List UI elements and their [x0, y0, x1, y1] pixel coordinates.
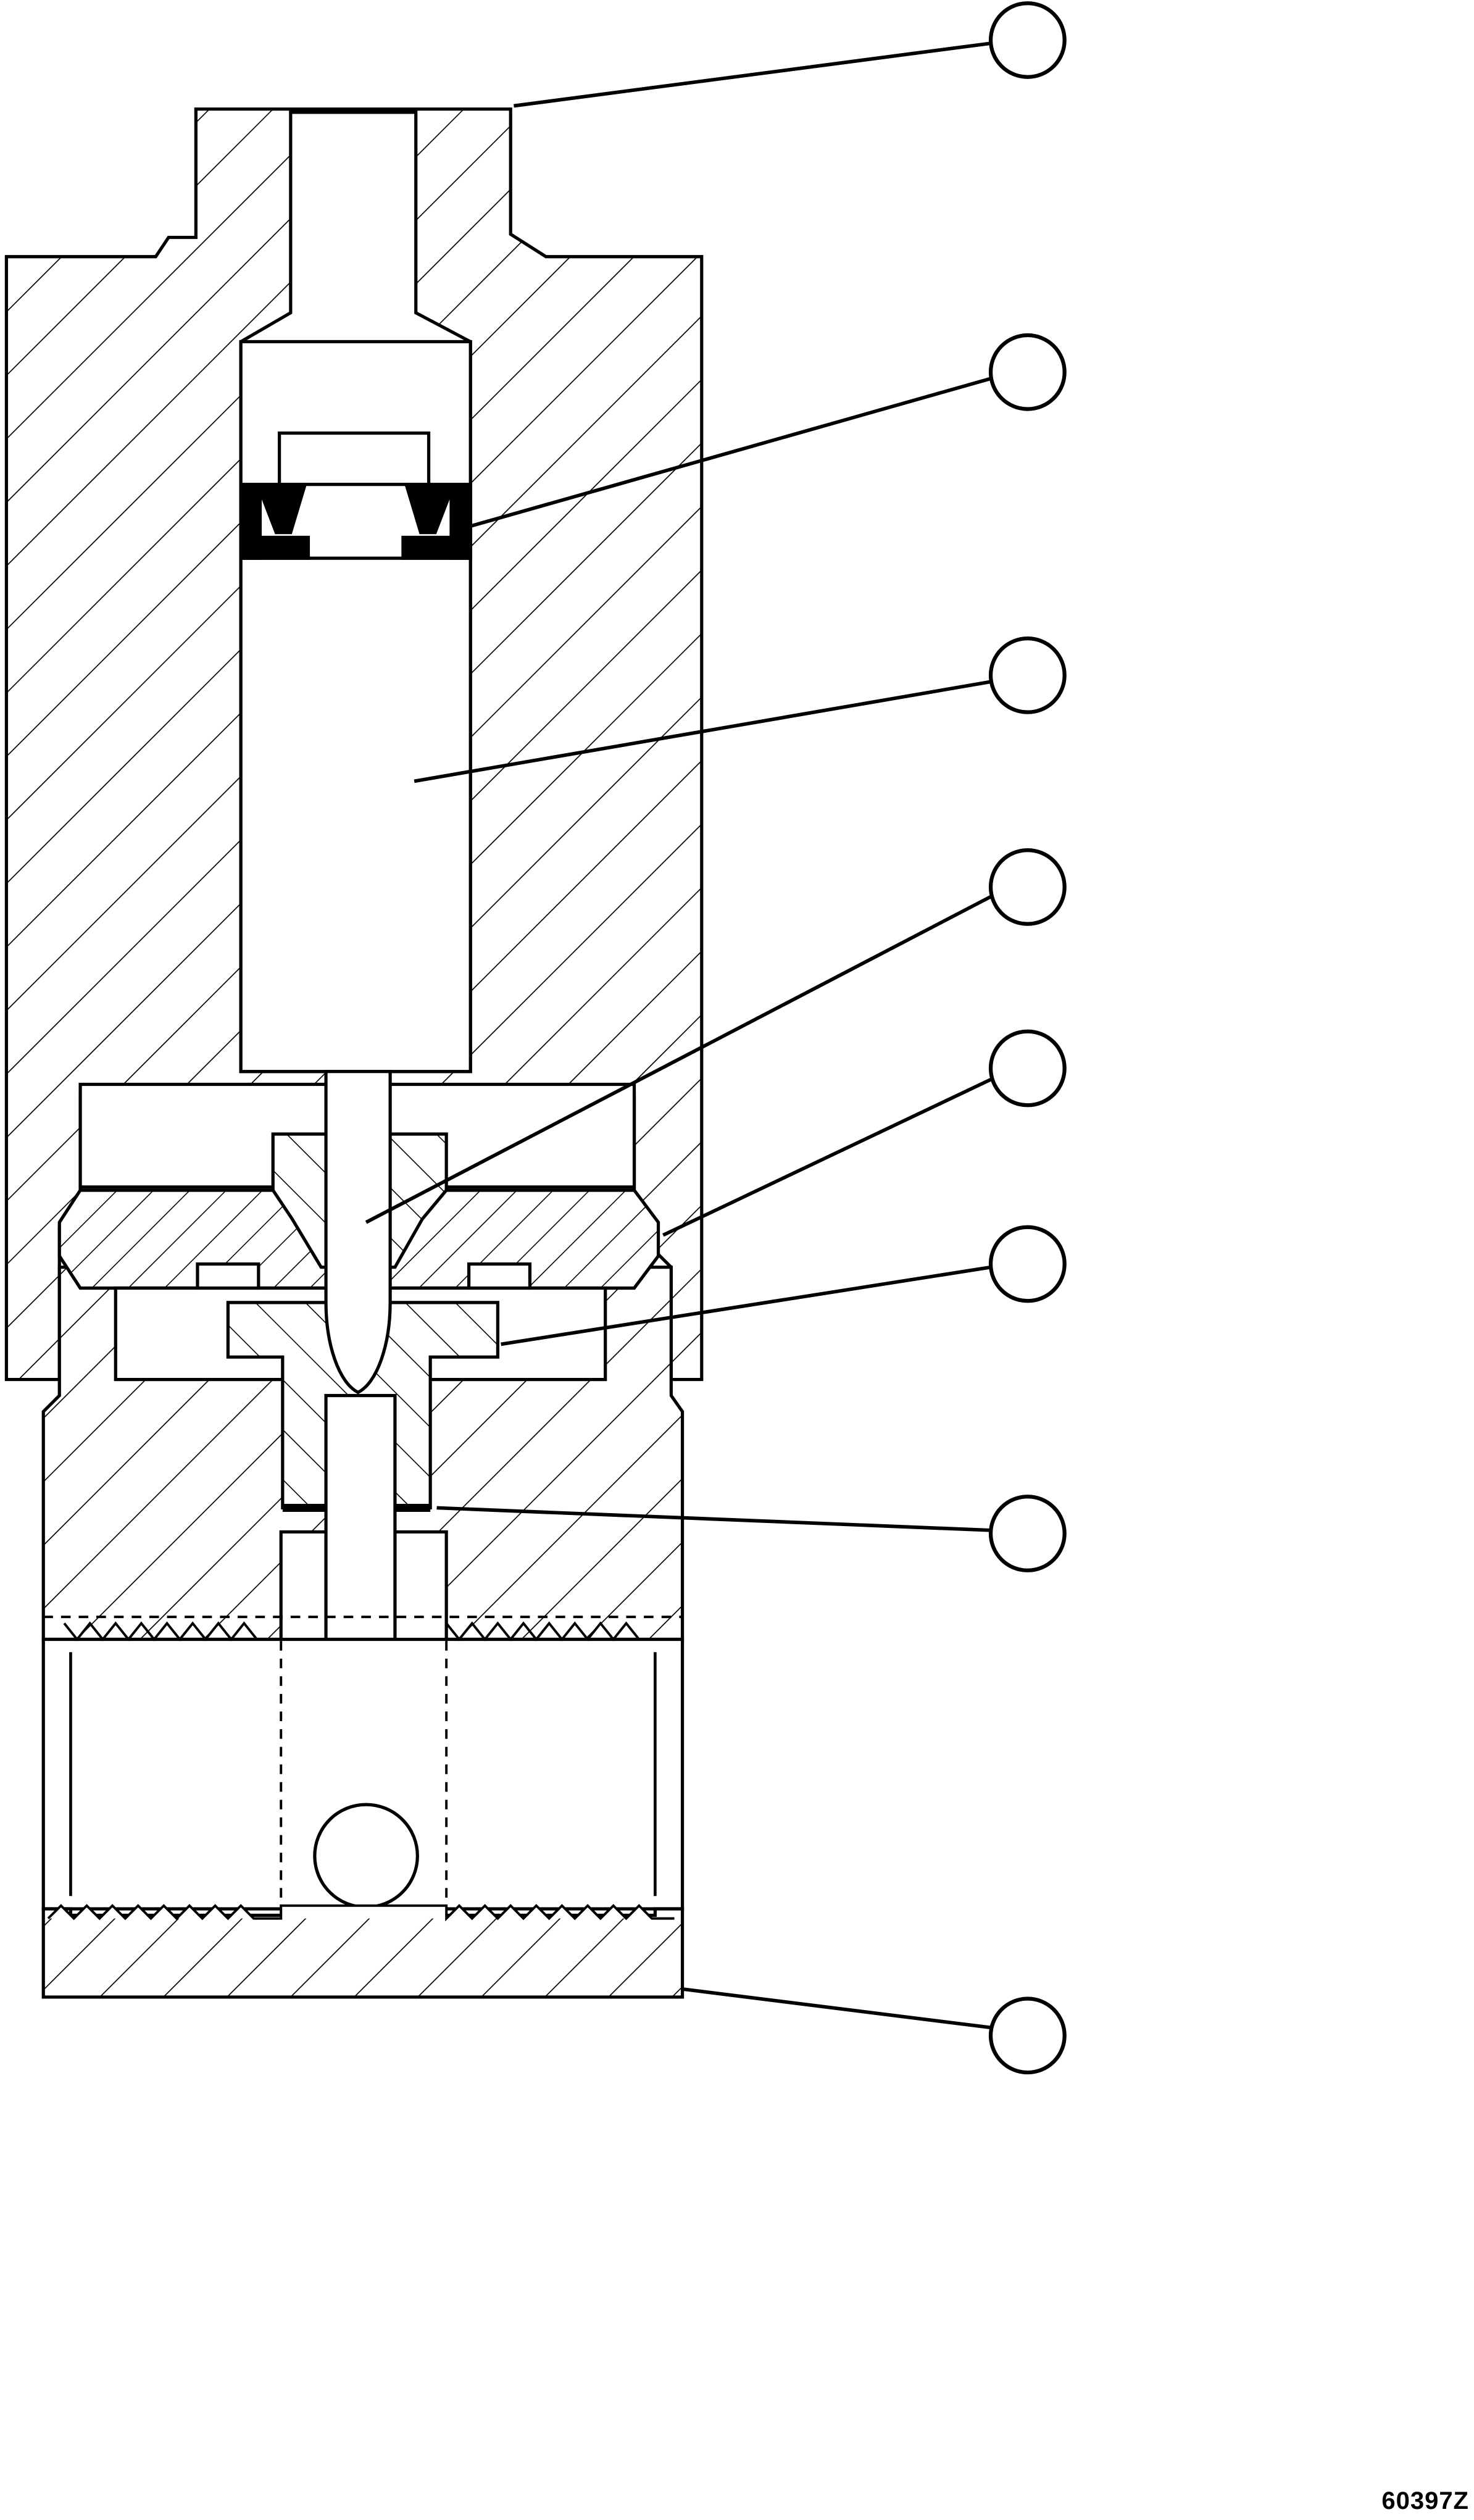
plate-boss-left: [196, 1262, 260, 1290]
leader-1: [514, 41, 991, 108]
check-ball: [313, 1803, 419, 1909]
leader-2: [470, 377, 991, 528]
thread-top: [63, 1621, 640, 1642]
seal-base-right: [401, 535, 472, 560]
leader-8: [682, 1987, 991, 2030]
callout-1: [988, 1, 1067, 79]
leader-7: [436, 1506, 991, 1532]
callouts: [988, 1, 1067, 2075]
leader-6: [501, 1265, 991, 1346]
leader-4: [365, 895, 992, 1224]
valve-stem: [324, 1070, 392, 1395]
seal-base-left: [239, 535, 310, 560]
callout-5: [988, 1029, 1067, 1108]
leader-lines: [365, 41, 992, 2030]
plate-boss-right: [467, 1262, 532, 1290]
bottom-cap: [41, 1907, 685, 1999]
leader-5: [662, 1078, 992, 1237]
callout-7: [988, 1495, 1067, 1572]
callout-6: [988, 1225, 1067, 1303]
callout-3: [988, 636, 1067, 714]
callout-2: [988, 333, 1067, 411]
callout-8: [988, 1996, 1067, 2075]
stem-lower: [324, 1393, 397, 1642]
leader-3: [414, 680, 991, 783]
thread-bottom: [47, 1904, 675, 1922]
callout-4: [988, 848, 1067, 926]
figure-code: 60397Z: [1381, 2487, 1469, 2514]
piston-cap: [278, 431, 431, 486]
valve-body: [4, 107, 704, 1999]
